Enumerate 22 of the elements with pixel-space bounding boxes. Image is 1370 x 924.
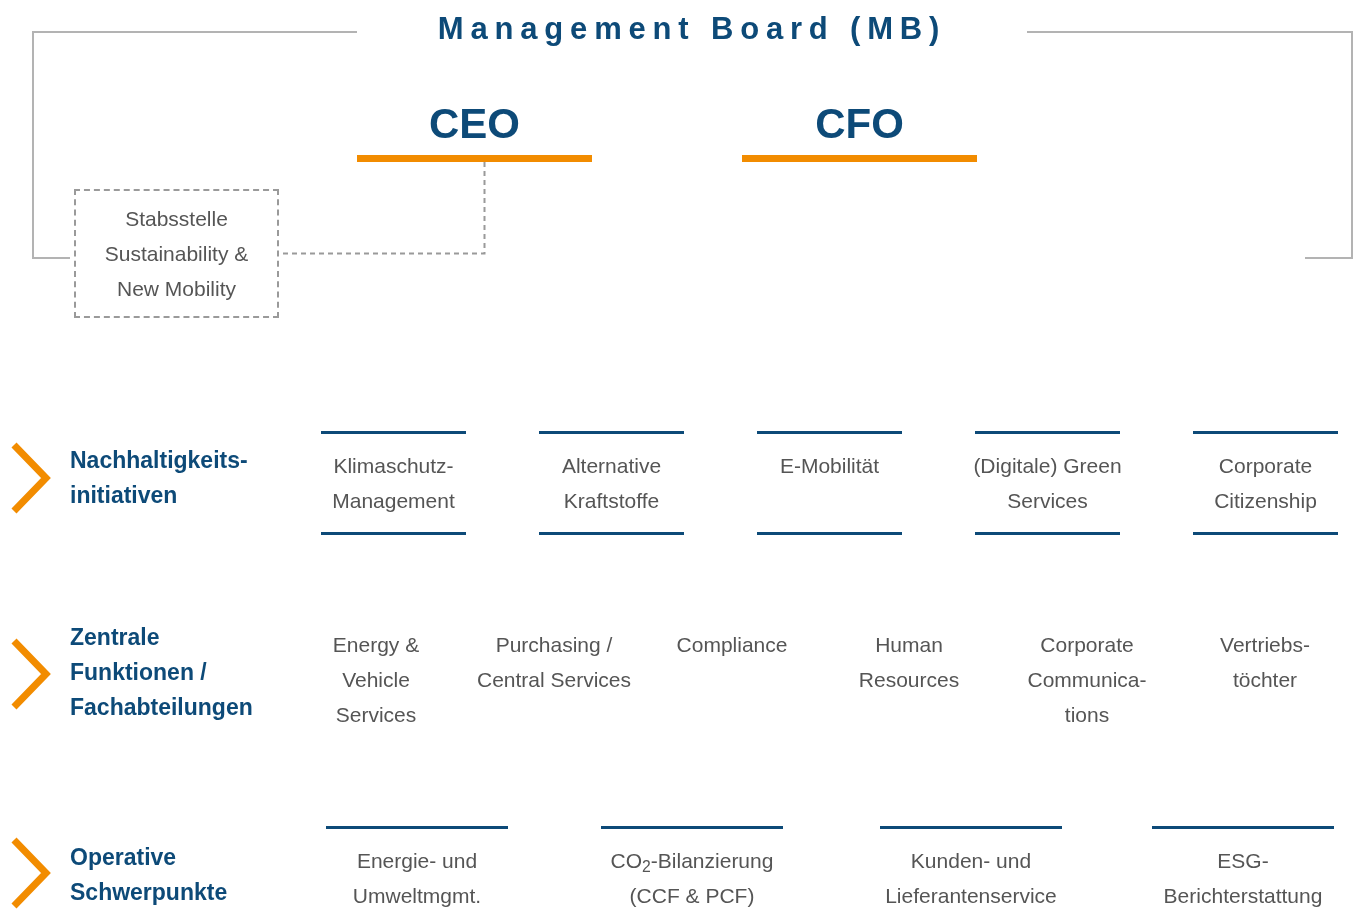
function-label: Vertriebs- töchter — [1219, 632, 1311, 693]
focus-item: ESG- Berichterstattung — [1140, 826, 1346, 918]
initiative-item: (Digitale) Green Services — [957, 431, 1138, 535]
function-label: Compliance — [675, 632, 789, 658]
focus-item: Kunden- und Lieferantenservice — [863, 826, 1079, 918]
role-heading: CFO — [742, 92, 977, 162]
focus-item: CO$_{2}$-Bilanzierung (CCF & PCF) — [591, 826, 793, 918]
function-label: Human Resources — [857, 632, 961, 693]
role-heading: CEO — [357, 92, 592, 162]
initiative-item: E-Mobilität — [739, 431, 920, 535]
row-heading: Nachhaltigkeits- initiativen — [70, 446, 249, 510]
function-label: Purchasing / Central Services — [475, 632, 633, 693]
staff-unit-box: Stabsstelle Sustainability & New Mobility — [74, 189, 279, 318]
function-label: Energy & Vehicle Services — [331, 632, 421, 728]
focus-item: Energie- und Umweltmgmt. — [316, 826, 518, 918]
row-heading: Operative Schwerpunkte — [70, 843, 229, 907]
initiative-item: Corporate Citizenship — [1175, 431, 1356, 535]
function-label: Corporate Communica- tions — [1026, 632, 1148, 728]
initiative-item: Alternative Kraftstoffe — [521, 431, 702, 535]
row-heading: Zentrale Funktionen / Fachabteilungen — [70, 623, 254, 722]
initiative-item: Klimaschutz- Management — [303, 431, 484, 535]
board-title: Management Board (MB) — [436, 10, 948, 48]
